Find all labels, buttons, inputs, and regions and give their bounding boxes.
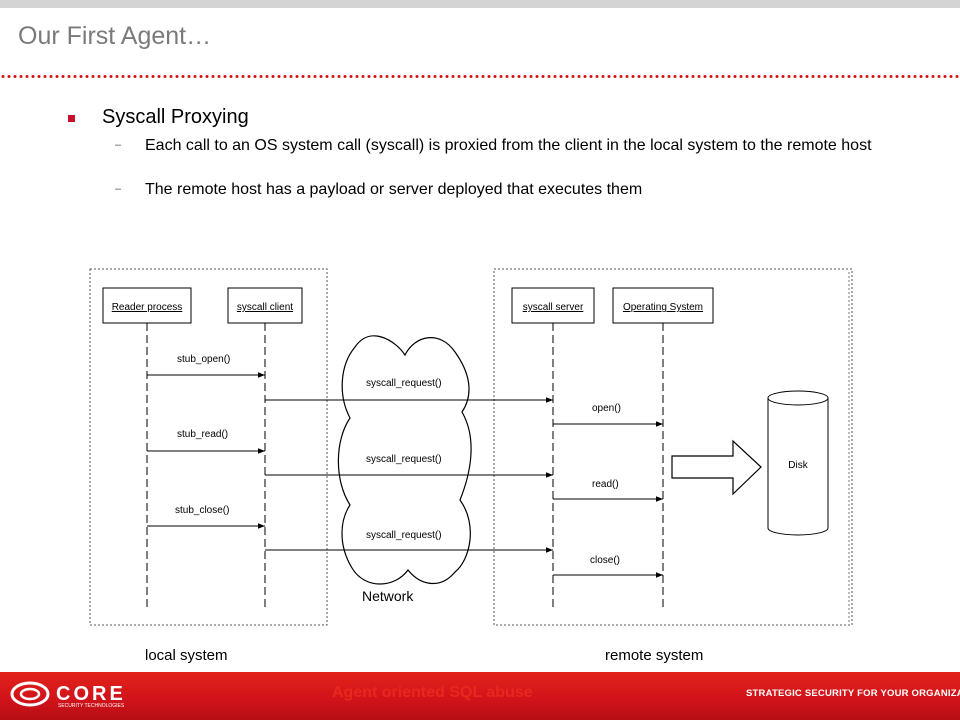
top-bar [0, 0, 960, 8]
message-stub-read: stub_read() [177, 429, 228, 440]
operating-system-box: Operating System [612, 287, 714, 324]
syscall-client-box: syscall client [227, 287, 303, 324]
message-open: open() [592, 403, 621, 414]
svg-text:SECURITY TECHNOLOGIES: SECURITY TECHNOLOGIES [58, 703, 125, 709]
sub-bullet-2: The remote host has a payload or server … [145, 181, 643, 198]
reader-process-box: Reader process [102, 287, 192, 324]
disk-arrow-icon [671, 439, 762, 496]
footer-bar [0, 672, 960, 720]
footer-tagline: Agent oriented SQL abuse [332, 684, 533, 701]
local-system-frame [89, 268, 328, 626]
remote-system-label: remote system [605, 647, 703, 664]
sub-bullet-1: Each call to an OS system call (syscall)… [145, 137, 872, 154]
syscall-server-box: syscall server [511, 287, 595, 324]
svg-text:CORE: CORE [56, 683, 126, 705]
bullet-square-icon [68, 115, 75, 122]
message-read: read() [592, 479, 619, 490]
syscall-proxy-diagram: Reader process syscall client syscall se… [89, 268, 853, 664]
bullet-heading: Syscall Proxying [102, 106, 249, 128]
dotted-divider [0, 74, 960, 79]
slide-title: Our First Agent… [18, 22, 212, 50]
message-close: close() [590, 555, 620, 566]
remote-system-frame [493, 268, 853, 626]
dash-icon: – [115, 183, 122, 195]
disk-label: Disk [788, 460, 808, 471]
local-system-label: local system [145, 647, 228, 664]
svg-text:Operating System: Operating System [623, 302, 703, 313]
message-request-3: syscall_request() [366, 530, 442, 541]
dash-icon: – [115, 139, 122, 151]
network-label: Network [362, 588, 414, 604]
footer-strapline: STRATEGIC SECURITY FOR YOUR ORGANIZATION [746, 688, 960, 699]
core-logo: CORE SECURITY TECHNOLOGIES [10, 681, 126, 709]
svg-text:syscall server: syscall server [523, 302, 584, 313]
message-request-1: syscall_request() [366, 378, 442, 389]
svg-text:Reader process: Reader process [112, 302, 183, 313]
svg-text:syscall client: syscall client [237, 302, 293, 313]
message-request-2: syscall_request() [366, 454, 442, 465]
disk-icon: Disk [767, 390, 829, 536]
network-cloud [337, 335, 472, 585]
message-stub-close: stub_close() [175, 505, 229, 516]
message-stub-open: stub_open() [177, 354, 230, 365]
